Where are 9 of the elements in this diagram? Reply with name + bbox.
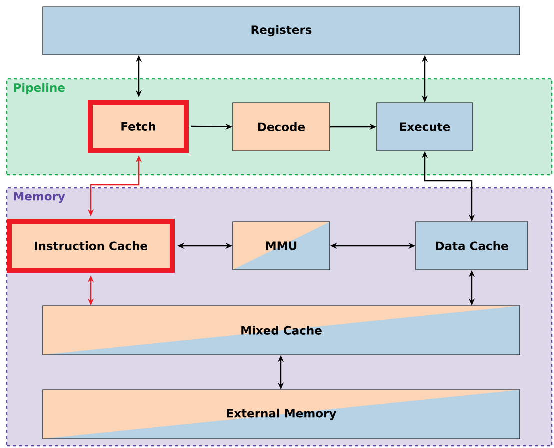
- component-box: MMU: [232, 222, 330, 270]
- component-box: Mixed Cache: [42, 306, 520, 356]
- component-box: Execute: [376, 102, 474, 152]
- component-box: Decode: [232, 102, 330, 152]
- component-box: External Memory: [42, 390, 520, 440]
- component-box: Instruction Cache: [7, 219, 175, 273]
- component-box: Data Cache: [416, 222, 528, 270]
- component-box: Fetch: [88, 100, 189, 153]
- component-box: Registers: [42, 6, 520, 56]
